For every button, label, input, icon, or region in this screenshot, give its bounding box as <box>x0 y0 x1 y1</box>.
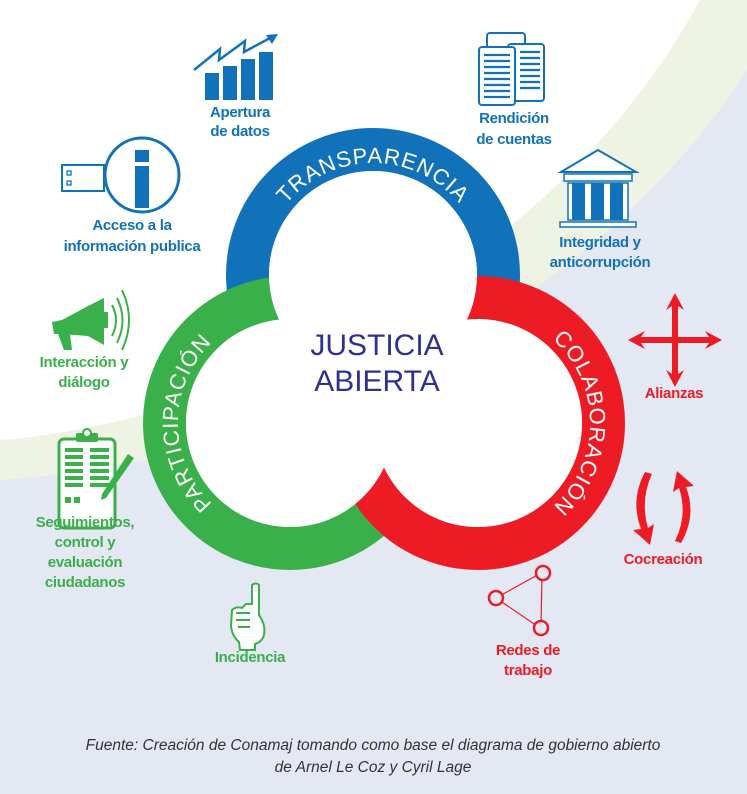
label-interaccion-1: Interacción y <box>40 354 130 371</box>
label-cocreacion: Cocreación <box>624 551 703 568</box>
label-interaccion-2: diálogo <box>58 374 109 391</box>
label-seguimientos-2: control y <box>55 534 117 551</box>
institution-building-icon <box>557 148 640 228</box>
rings <box>143 128 625 570</box>
label-seguimientos-1: Seguimientos, <box>36 514 135 531</box>
info-usb-icon <box>61 136 181 214</box>
label-alianzas: Alianzas <box>645 385 703 402</box>
label-apertura-1: Apertura <box>210 104 271 121</box>
source-note-line1: Fuente: Creación de Conamaj tomando como… <box>86 737 661 754</box>
source-note-line2: de Arnel Le Coz y Cyril Lage <box>275 759 472 776</box>
pointing-hand-icon <box>229 582 266 651</box>
label-acceso-1: Acceso a la <box>92 217 172 234</box>
label-integridad-1: Integridad y <box>559 234 641 251</box>
label-acceso-2: información publica <box>64 238 202 255</box>
label-rendicion-1: Rendición <box>479 110 549 127</box>
bar-chart-growth-icon <box>193 34 278 100</box>
cycle-arrows-icon <box>633 471 694 545</box>
documents-icon <box>478 32 545 106</box>
center-title-line1: JUSTICIA <box>310 329 443 362</box>
label-integridad-2: anticorrupción <box>550 254 651 271</box>
megaphone-icon <box>52 289 130 351</box>
label-rendicion-2: de cuentas <box>476 131 551 148</box>
label-seguimientos-3: evaluación <box>48 554 123 571</box>
label-seguimientos-4: ciudadanos <box>45 574 125 591</box>
label-redes-1: Redes de <box>496 642 560 659</box>
label-redes-2: trabajo <box>504 662 552 679</box>
four-way-arrow-icon <box>628 293 722 387</box>
label-apertura-2: de datos <box>210 123 269 140</box>
label-incidencia: Incidencia <box>215 649 286 666</box>
center-title-line2: ABIERTA <box>314 365 440 398</box>
network-icon <box>487 564 552 637</box>
clipboard-icon <box>57 428 134 530</box>
